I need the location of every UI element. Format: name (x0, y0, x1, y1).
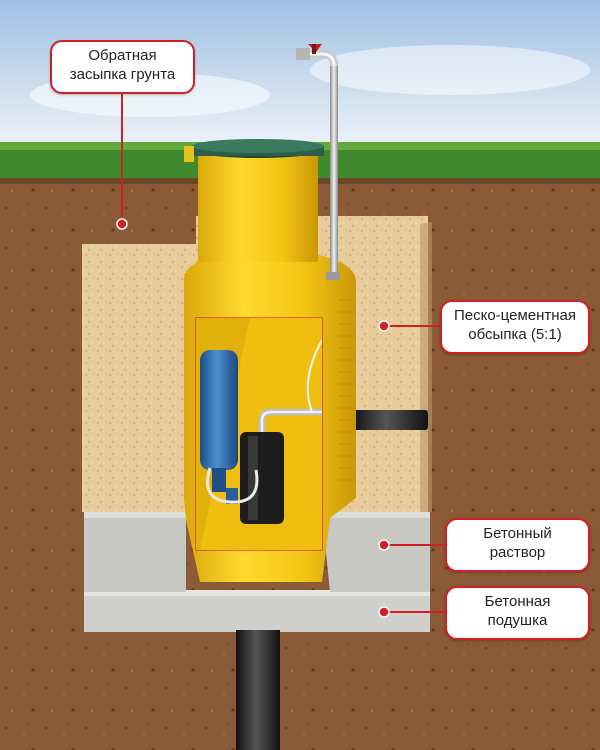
callout-backfill: Обратная засыпка грунта (50, 40, 195, 94)
callout-concrete-mortar-line2: раствор (489, 544, 546, 561)
callout-concrete-mortar: Бетонный раствор (445, 518, 590, 572)
callout-sand-cement-line1: Песко-цементная (453, 307, 576, 324)
callout-concrete-pad-line1: Бетонная (484, 593, 551, 610)
callout-concrete-pad-line2: подушка (487, 612, 548, 629)
callout-sand-cement: Песко-цементная обсыпка (5:1) (440, 300, 590, 354)
callout-backfill-line2: засыпка грунта (69, 66, 176, 83)
callout-concrete-pad: Бетонная подушка (445, 586, 590, 640)
callout-sand-cement-line2: обсыпка (5:1) (468, 326, 562, 343)
callout-concrete-mortar-line1: Бетонный (483, 525, 552, 542)
concrete-pad-marker (378, 606, 390, 618)
sand-cement-marker (378, 320, 390, 332)
callout-backfill-line1: Обратная (88, 47, 157, 64)
concrete-mortar-marker (378, 539, 390, 551)
backfill-marker (116, 218, 128, 230)
